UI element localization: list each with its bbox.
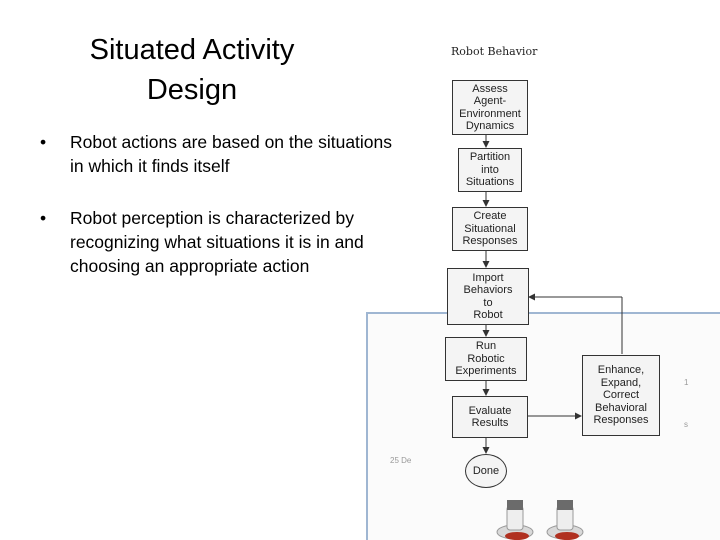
bullet-item: • Robot actions are based on the situati…	[30, 130, 410, 178]
margin-note-right-a: 1	[684, 378, 689, 387]
flow-step-label: Import Behaviors to Robot	[463, 271, 513, 322]
bullet-item: • Robot perception is characterized by r…	[30, 206, 410, 278]
flow-step-enhance: Enhance, Expand, Correct Behavioral Resp…	[582, 355, 660, 436]
flow-end-label: Done	[472, 465, 500, 477]
flow-step-label: Create Situational Responses	[462, 210, 518, 248]
flow-step-create: Create Situational Responses	[452, 207, 528, 251]
flow-step-assess: Assess Agent- Environment Dynamics	[452, 80, 528, 135]
robot-behavior-flowchart: Robot Behavior Assess Agent- Environment…	[430, 40, 720, 540]
margin-code-note: 25 De	[390, 456, 412, 465]
slide-title-line-2: Design	[146, 74, 238, 106]
bullet-list: • Robot actions are based on the situati…	[30, 130, 410, 306]
flow-step-label: Evaluate Results	[468, 404, 512, 430]
flow-step-label: Run Robotic Experiments	[455, 340, 517, 378]
slide-title: Situated Activity Design	[52, 30, 332, 110]
flow-step-partition: Partition into Situations	[458, 148, 522, 192]
flow-step-evaluate: Evaluate Results	[452, 396, 528, 438]
flow-step-label: Enhance, Expand, Correct Behavioral Resp…	[593, 364, 649, 427]
flowchart-title: Robot Behavior	[451, 45, 538, 58]
bullet-dot: •	[40, 208, 47, 228]
flow-step-label: Partition into Situations	[465, 151, 515, 189]
robot-feet-illustration	[496, 500, 584, 540]
bullet-text: Robot perception is characterized by rec…	[70, 208, 364, 276]
bullet-text: Robot actions are based on the situation…	[70, 132, 393, 176]
background-photo-frame	[366, 312, 720, 540]
flow-step-run: Run Robotic Experiments	[445, 337, 527, 381]
slide-title-line-1: Situated Activity	[89, 34, 295, 66]
bullet-dot: •	[40, 132, 47, 152]
flow-end-done: Done	[465, 454, 507, 488]
flowchart-connectors	[482, 135, 623, 454]
flow-step-import: Import Behaviors to Robot	[447, 268, 529, 325]
margin-note-right-b: s	[684, 420, 688, 429]
flow-step-label: Assess Agent- Environment Dynamics	[459, 82, 521, 133]
